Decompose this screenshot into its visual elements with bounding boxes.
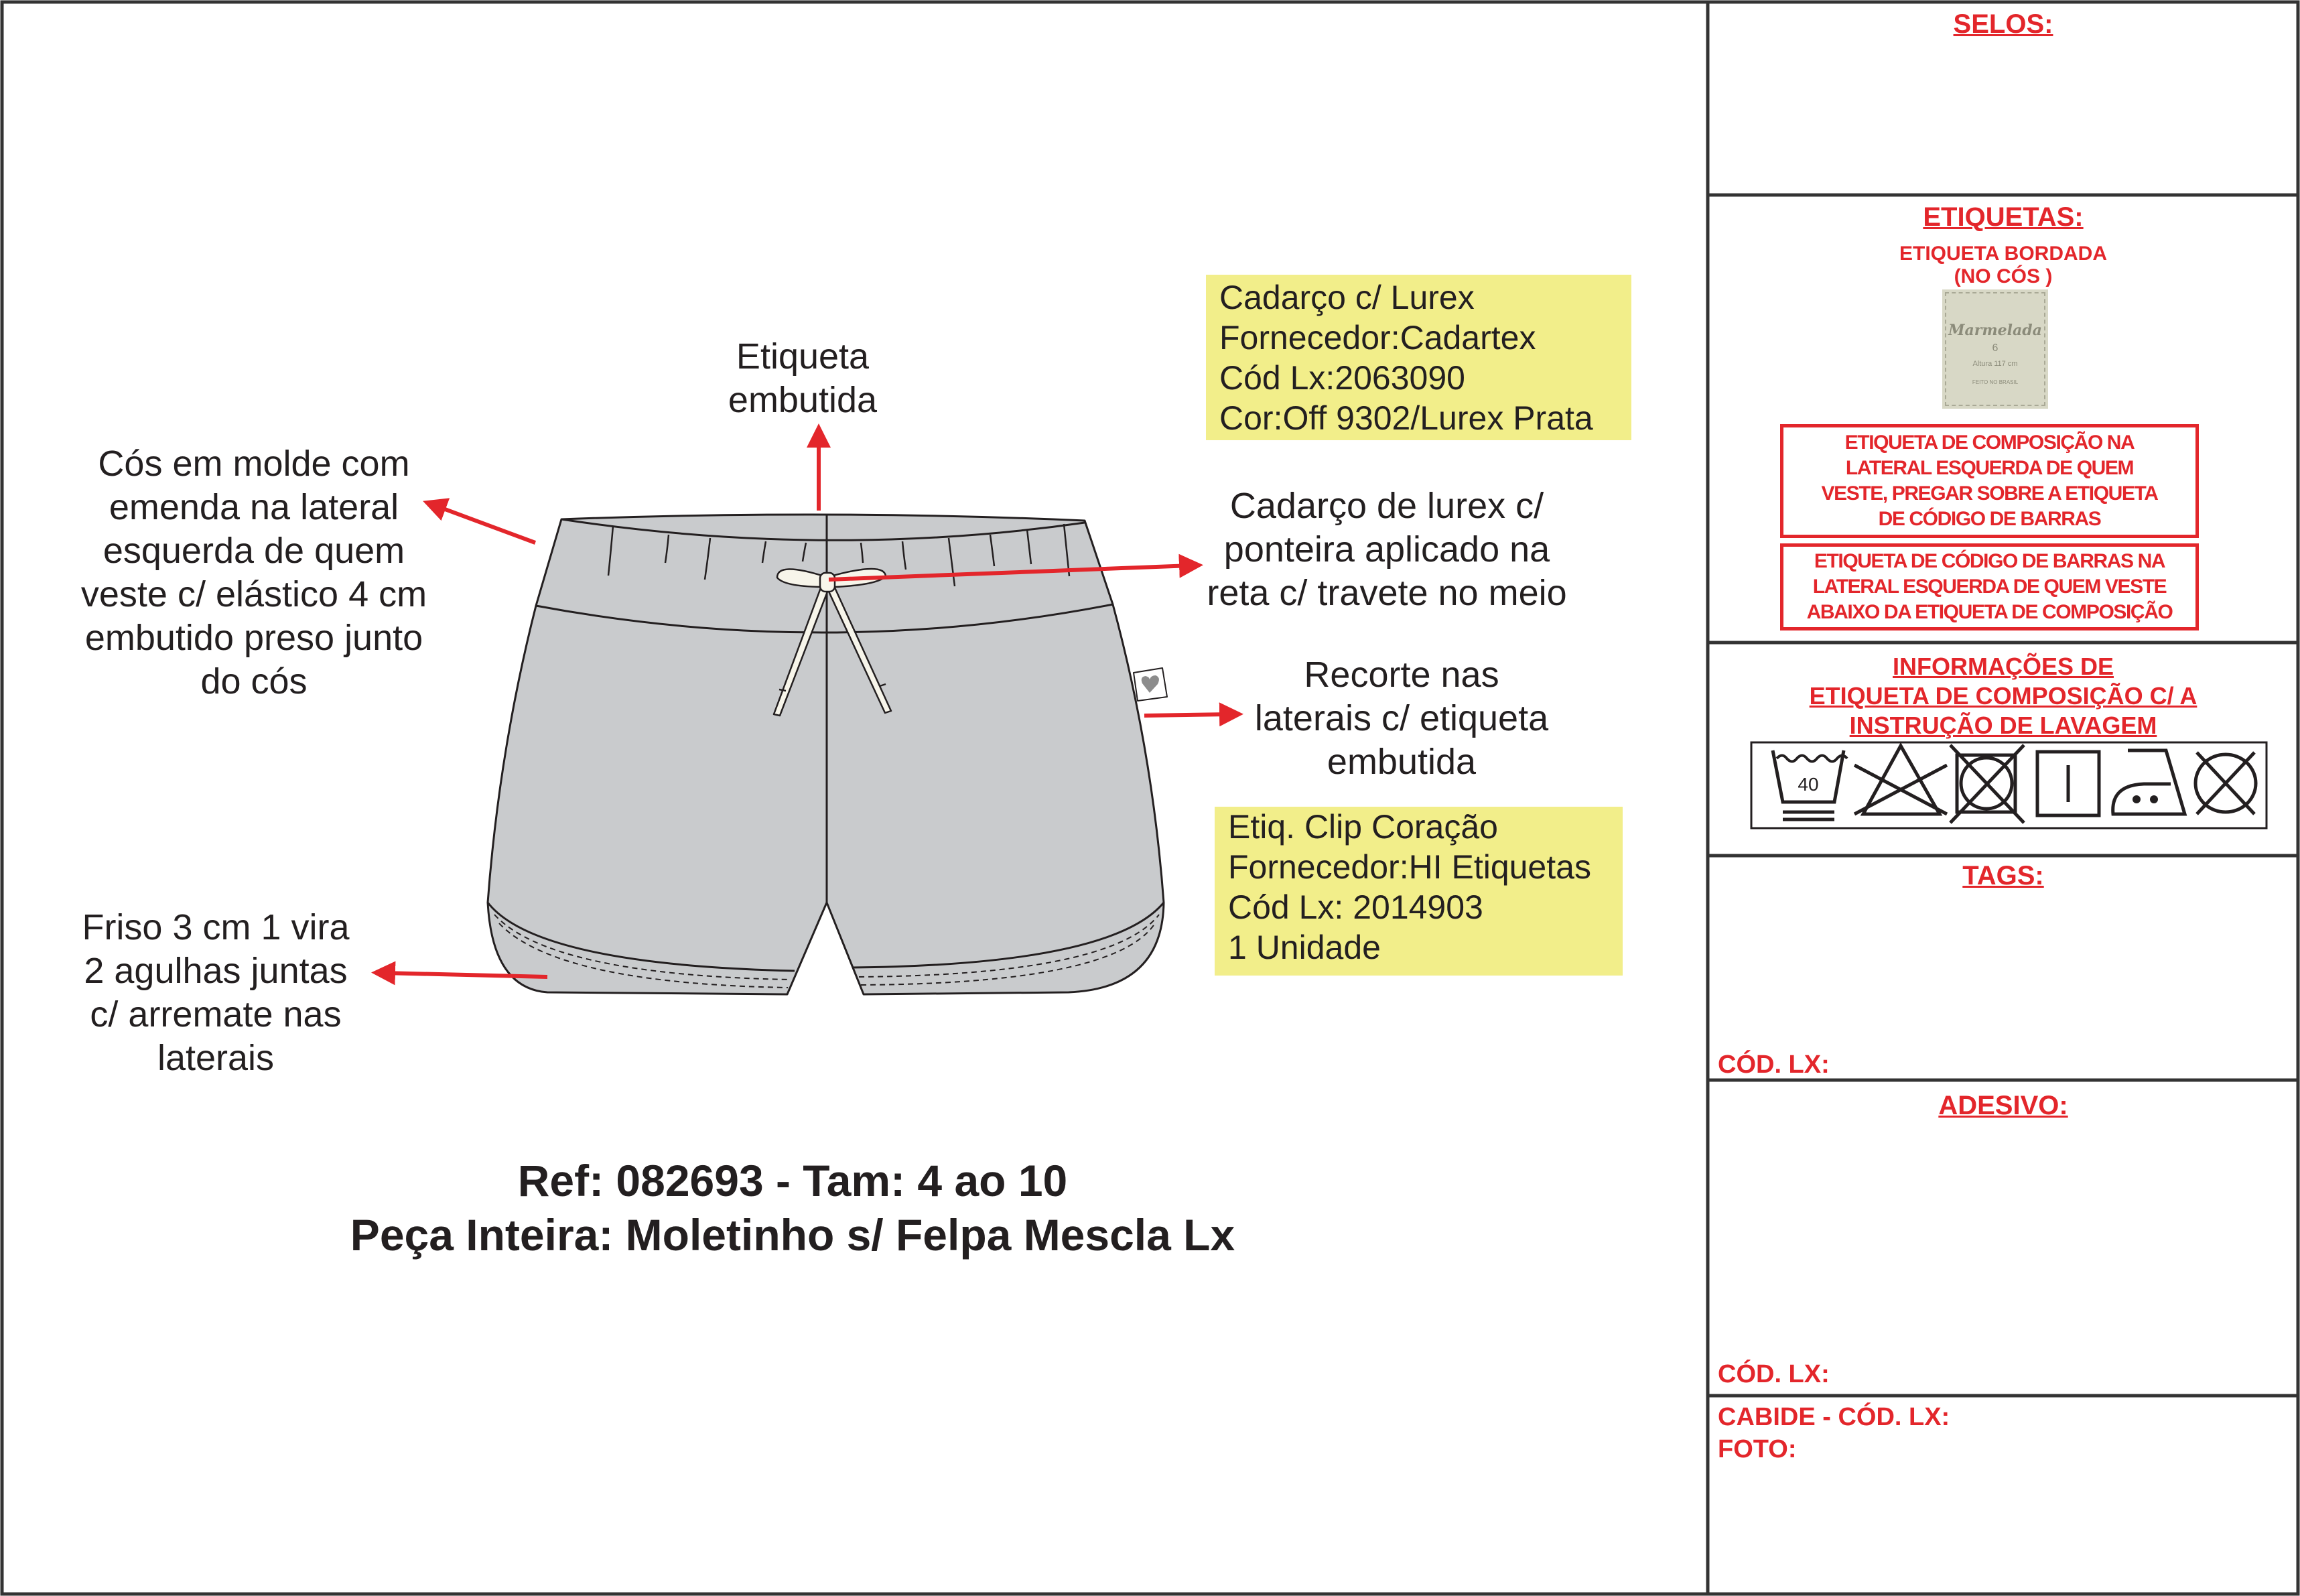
right-hem-band	[852, 902, 1165, 969]
drawstring-bow	[772, 568, 892, 717]
cabide-cod-lx-label: CABIDE - CÓD. LX:	[1718, 1403, 1950, 1431]
brand-label-origin: FEITO NO BRASIL	[1972, 379, 2019, 385]
waistband-seam	[535, 603, 1113, 634]
selos-heading: SELOS:	[1953, 9, 2053, 39]
line-dry-icon	[2035, 750, 2101, 817]
adesivo-heading: ADESIVO:	[1938, 1091, 2068, 1120]
brand-label-logo: Marmelada	[1948, 322, 2042, 339]
wash-40-delicate-icon	[1771, 750, 1848, 821]
etiqueta-bordada-title: ETIQUETA BORDADA (NO CÓS )	[1899, 243, 2107, 287]
left-hem-band	[486, 902, 795, 972]
fabric-line: Peça Inteira: Moletinho s/ Felpa Mescla …	[350, 1210, 1235, 1260]
no-bleach-icon	[1853, 742, 1948, 816]
foto-label: FOTO:	[1718, 1435, 1797, 1463]
callout-etiqueta-embutida: Etiqueta embutida	[728, 336, 878, 420]
waistband-inner-edge	[561, 518, 1085, 541]
callout-arrows	[371, 423, 1243, 986]
supplier-box-cadarco: Cadarço c/ Lurex Fornecedor:Cadartex Cód…	[1206, 275, 1631, 440]
care-info-heading: INFORMAÇÕES DE ETIQUETA DE COMPOSIÇÃO C/…	[1809, 653, 2197, 739]
callout-friso: Friso 3 cm 1 vira 2 agulhas juntas c/ ar…	[82, 907, 350, 1078]
barcode-label-note: ETIQUETA DE CÓDIGO DE BARRAS NA LATERAL …	[1780, 543, 2199, 630]
no-dry-clean-icon	[2193, 751, 2258, 815]
callout-cadarco: Cadarço de lurex c/ ponteira aplicado na…	[1207, 486, 1567, 613]
tags-heading: TAGS:	[1962, 861, 2044, 890]
arrow-cos	[423, 498, 537, 545]
elastic-gathers	[607, 523, 1071, 587]
wash-temperature: 40	[1798, 774, 1818, 795]
arrow-friso	[371, 961, 548, 986]
right-hem-stitching	[858, 914, 1160, 986]
adesivo-cod-lx-label: CÓD. LX:	[1718, 1360, 1830, 1388]
supplier-box-etiqueta-clip: Etiq. Clip Coração Fornecedor:HI Etiquet…	[1215, 807, 1623, 976]
no-tumble-dry-icon	[1949, 744, 2025, 824]
iron-medium-icon	[2111, 748, 2187, 816]
care-symbols-box	[1750, 741, 2268, 829]
arrow-recorte	[1144, 702, 1243, 727]
shorts-flat-sketch	[486, 513, 1168, 996]
callout-cos: Cós em molde com emenda na lateral esque…	[80, 444, 427, 702]
panel-section-dividers	[1708, 193, 2298, 1398]
reference-line: Ref: 082693 - Tam: 4 ao 10	[517, 1156, 1068, 1205]
brand-label-image: Marmelada 6 Altura 117 cm FEITO NO BRASI…	[1942, 289, 2048, 409]
heart-clip-tag	[1133, 667, 1168, 702]
composition-label-note: ETIQUETA DE COMPOSIÇÃO NA LATERAL ESQUER…	[1780, 424, 2199, 538]
etiquetas-heading: ETIQUETAS:	[1923, 202, 2084, 232]
brand-label-size: 6	[1992, 342, 1999, 354]
brand-label-height: Altura 117 cm	[1972, 360, 2018, 368]
callout-recorte: Recorte nas laterais c/ etiqueta embutid…	[1254, 655, 1549, 782]
left-hem-stitching	[494, 914, 790, 988]
tags-cod-lx-label: CÓD. LX:	[1718, 1051, 1830, 1079]
arrow-cadarco	[828, 553, 1203, 582]
